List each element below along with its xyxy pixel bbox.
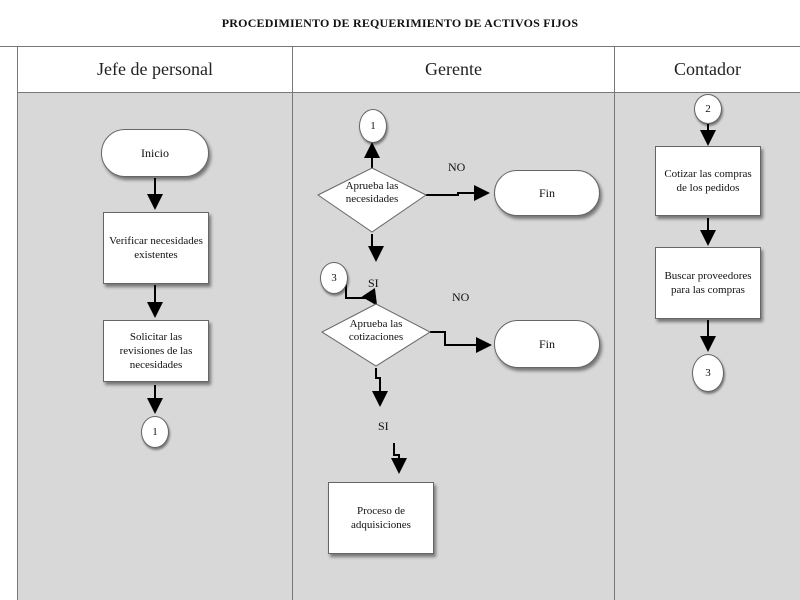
lane-header-jefe: Jefe de personal xyxy=(18,46,292,93)
end-terminator-2: Fin xyxy=(494,320,600,368)
offpage-connector-2: 2 xyxy=(694,94,722,124)
decision-diamond-1 xyxy=(317,167,427,233)
arrow-si-to-process xyxy=(391,443,407,474)
decision1-label: Aprueba las necesidades xyxy=(345,180,399,205)
search-suppliers-process: Buscar proveedores para las compras xyxy=(655,247,761,319)
arrow-decision1-no-to-fin xyxy=(426,185,490,201)
decision2-label: Aprueba las cotizaciones xyxy=(348,318,404,343)
offpage-connector-3-gerente: 3 xyxy=(320,262,348,294)
arrow-decision2-si xyxy=(372,368,388,407)
arrow-decision2-no-to-fin xyxy=(430,331,492,353)
decision1-no-label: NO xyxy=(448,160,466,174)
arrow-connector3-to-decision2 xyxy=(345,278,378,306)
lane-header-gerente: Gerente xyxy=(293,46,614,93)
offpage-connector-1-gerente: 1 xyxy=(359,109,387,143)
end-terminator-1: Fin xyxy=(494,170,600,216)
start-terminator: Inicio xyxy=(101,129,209,177)
lane-divider xyxy=(614,46,615,600)
lane-divider xyxy=(17,46,18,600)
decision-diamond-2 xyxy=(320,303,432,367)
arrow-decision1-si xyxy=(368,234,384,262)
acquisition-process: Proceso de adquisiciones xyxy=(328,482,434,554)
lane-divider xyxy=(292,46,293,600)
request-review-document: Solicitar las revisiones de las necesida… xyxy=(103,320,209,382)
verify-needs-process: Verificar necesidades existentes xyxy=(103,212,209,284)
quote-purchases-process: Cotizar las compras de los pedidos xyxy=(655,146,761,216)
decision1-si-label: SI xyxy=(368,276,379,290)
decision2-si-label: SI xyxy=(378,419,389,433)
lane-header-contador: Contador xyxy=(615,46,800,93)
diagram-title: PROCEDIMIENTO DE REQUERIMIENTO DE ACTIVO… xyxy=(0,0,800,47)
offpage-connector-3: 3 xyxy=(692,354,724,392)
offpage-connector-1: 1 xyxy=(141,416,169,448)
decision2-no-label: NO xyxy=(452,290,470,304)
